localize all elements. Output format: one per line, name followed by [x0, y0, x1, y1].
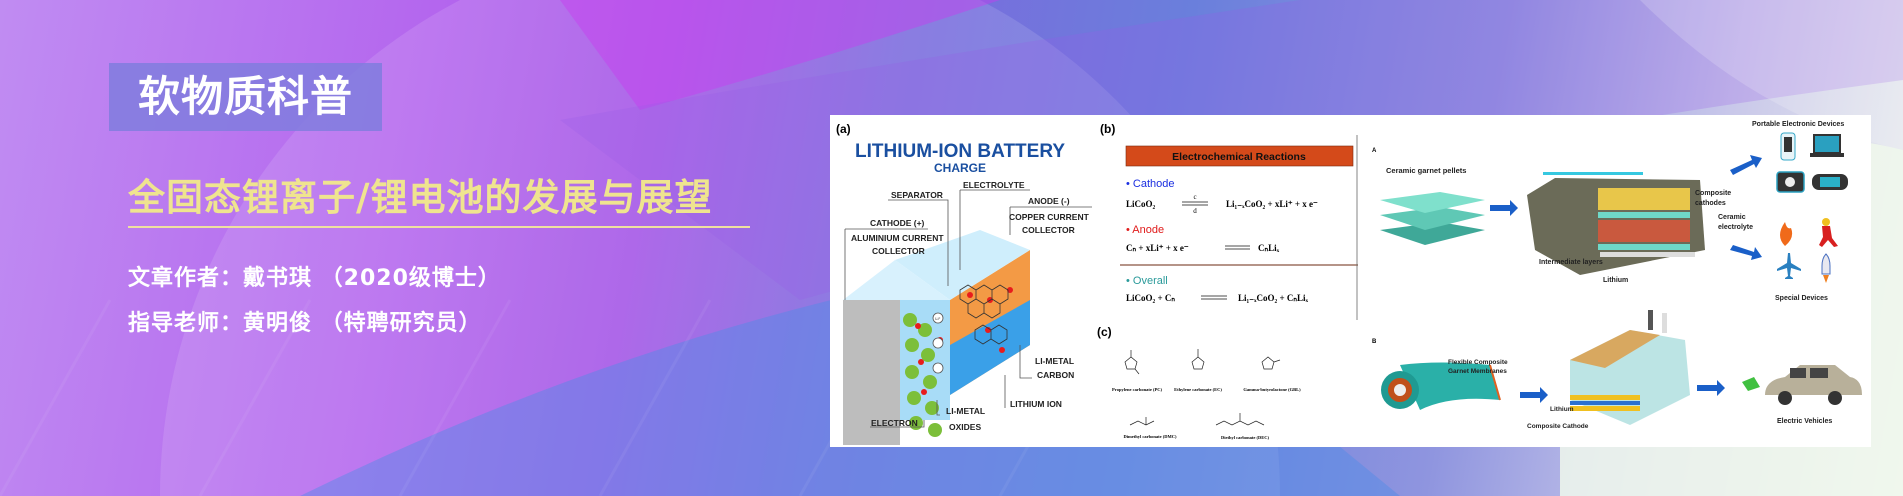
- arrow-discharge: d: [1193, 207, 1197, 215]
- rocket-icon: [1821, 253, 1831, 275]
- portable-device-icons: [1776, 132, 1848, 193]
- airplane-icon: [1777, 253, 1801, 279]
- ceramic-pellets-illustration: [1380, 192, 1485, 245]
- charging-plug-icon: [1742, 377, 1760, 391]
- label-ceramic-electrolyte-1: Ceramic: [1718, 214, 1746, 221]
- cathode-label: • Cathode: [1126, 178, 1175, 190]
- label-cathode: CATHODE (+): [870, 218, 925, 228]
- battery-figure: (a) LITHIUM-ION BATTERY CHARGE Li⁺: [830, 115, 1871, 447]
- arrow-charge: c: [1193, 193, 1196, 201]
- overall-eq-rhs: Li₁₋ₓCoO₂ + CₙLiₓ: [1238, 293, 1308, 303]
- aluminium-collector: [843, 300, 900, 445]
- panel-right-tag-b: B: [1372, 339, 1377, 345]
- article-title: 全固态锂离子/锂电池的发展与展望: [128, 176, 713, 219]
- molecule-dec: Diethyl carbonate (DEC): [1221, 435, 1269, 440]
- title-underline: [128, 226, 750, 228]
- molecule-structures: [1124, 349, 1281, 426]
- solid-state-battery-illustration: [1527, 172, 1705, 275]
- cathode-eq-rhs: Li₁₋ₓCoO₂ + xLi⁺ + x e⁻: [1226, 199, 1318, 209]
- equilibrium-arrows: [1182, 201, 1250, 300]
- label-anode: ANODE (-): [1028, 196, 1070, 206]
- label-aluminium-collector-2: COLLECTOR: [872, 246, 925, 256]
- panel-a-tag: (a): [836, 122, 851, 136]
- author-line: 文章作者：戴书琪 （2020级博士）: [128, 266, 501, 291]
- label-lithium-b: Lithium: [1550, 406, 1574, 413]
- panel-a: (a) LITHIUM-ION BATTERY CHARGE Li⁺: [836, 122, 1092, 445]
- pouch-battery-illustration: [1570, 310, 1690, 425]
- label-copper-collector-2: COLLECTOR: [1022, 225, 1075, 235]
- label-flexible-membranes-2: Garnet Membranes: [1448, 368, 1507, 375]
- fire-icon: [1780, 222, 1793, 246]
- panel-right-tag-a: A: [1372, 148, 1377, 154]
- molecule-pc: Propylene carbonate (PC): [1112, 387, 1162, 392]
- special-device-icons: [1777, 218, 1838, 283]
- panel-b-tag: (b): [1100, 122, 1115, 136]
- reactions-header: Electrochemical Reactions: [1172, 151, 1306, 163]
- overall-eq-lhs: LiCoO₂ + Cₙ: [1126, 293, 1175, 303]
- label-flexible-membranes-1: Flexible Composite: [1448, 359, 1508, 366]
- label-composite-cathodes-1: Composite: [1695, 190, 1731, 197]
- electric-car-icon: [1742, 365, 1862, 405]
- label-aluminium-collector-1: ALUMINIUM CURRENT: [851, 233, 944, 243]
- panel-c: (c) Propylene carbonate (PC) Ethylene ca…: [1097, 325, 1301, 440]
- panel-right: A Ceramic garnet pellets Composite catho…: [1372, 121, 1862, 430]
- laptop-icon: [1813, 134, 1841, 154]
- label-ceramic-electrolyte-2: electrolyte: [1718, 224, 1753, 231]
- battery-title: LITHIUM-ION BATTERY: [855, 141, 1065, 162]
- label-copper-collector-1: COPPER CURRENT: [1009, 212, 1090, 222]
- anode-eq-rhs: CₙLiₓ: [1258, 243, 1280, 253]
- molecule-ec: Ethylene carbonate (EC): [1174, 387, 1222, 392]
- label-li-metal-oxides-1: LI-METAL: [946, 406, 985, 416]
- overall-label: • Overall: [1126, 275, 1168, 287]
- label-composite-cathode-b: Composite Cathode: [1527, 423, 1589, 430]
- anode-label: • Anode: [1126, 224, 1164, 236]
- panel-b: (b) Electrochemical Reactions • Cathode …: [1100, 122, 1358, 320]
- panel-c-tag: (c): [1097, 325, 1112, 339]
- li-ion-markers: Li⁺: [932, 312, 944, 374]
- label-li-metal-carbon-2: CARBON: [1037, 370, 1074, 380]
- reactions-header-box: [1125, 145, 1354, 167]
- label-intermediate-layers: Intermediate layers: [1539, 259, 1603, 266]
- label-special-devices: Special Devices: [1775, 295, 1828, 302]
- label-lithium-ion: LITHIUM ION: [1010, 399, 1062, 409]
- label-li-metal-oxides-2: OXIDES: [949, 422, 981, 432]
- advisor-line: 指导老师：黄明俊 （特聘研究员）: [128, 311, 482, 336]
- category-badge: 软物质科普: [109, 63, 382, 131]
- membrane-roll-illustration: [1381, 362, 1501, 410]
- arrow-icons: [1490, 155, 1762, 403]
- label-electron: ELECTRON: [871, 418, 918, 428]
- molecule-dmc: Dimethyl carbonate (DMC): [1124, 434, 1177, 439]
- li-ion-symbol: Li⁺: [935, 316, 940, 321]
- label-electrolyte: ELECTROLYTE: [963, 180, 1025, 190]
- label-portable-devices: Portable Electronic Devices: [1752, 121, 1844, 128]
- category-label: 软物质科普: [137, 72, 353, 121]
- firefighter-icon: [1822, 218, 1830, 226]
- cathode-eq-lhs: LiCoO₂: [1126, 199, 1156, 209]
- label-lithium: Lithium: [1603, 277, 1628, 284]
- label-composite-cathodes-2: cathodes: [1695, 200, 1726, 207]
- label-ceramic-pellets: Ceramic garnet pellets: [1386, 166, 1466, 175]
- label-electric-vehicles: Electric Vehicles: [1777, 418, 1832, 425]
- label-li-metal-carbon-1: LI-METAL: [1035, 356, 1074, 366]
- molecule-gbl: Gamma-butyrolactone (GBL): [1243, 387, 1301, 392]
- battery-subtitle: CHARGE: [934, 161, 986, 175]
- anode-eq-lhs: Cₙ + xLi⁺ + x e⁻: [1126, 243, 1189, 253]
- label-separator: SEPARATOR: [891, 190, 943, 200]
